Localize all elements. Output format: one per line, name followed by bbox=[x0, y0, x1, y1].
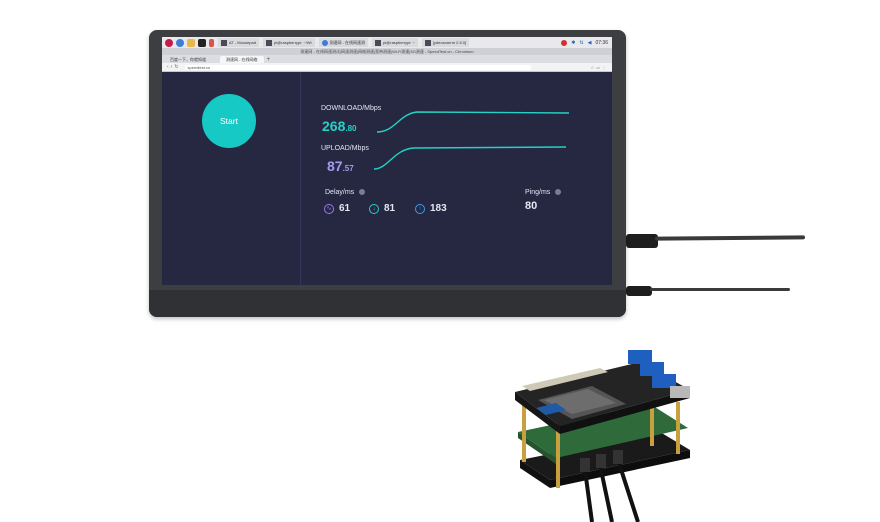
delay-down-metric: ↓ 81 bbox=[369, 203, 395, 214]
hdmi-cable bbox=[626, 234, 658, 248]
pen-icon[interactable] bbox=[209, 38, 214, 47]
info-icon[interactable] bbox=[555, 189, 562, 196]
taskbar-window[interactable]: pi@raspberrypi: ~ bbox=[372, 38, 418, 47]
download-dec: .80 bbox=[345, 124, 357, 133]
taskbar-window-label: AT - Mousepad bbox=[229, 40, 256, 45]
volume-icon[interactable]: ◀ bbox=[587, 39, 592, 46]
taskbar-window[interactable]: 测速网 - 在线网速测 bbox=[318, 38, 369, 47]
download-int: 268 bbox=[322, 118, 346, 134]
browser-icon[interactable] bbox=[176, 38, 184, 47]
jitter-value: 61 bbox=[339, 203, 351, 214]
upload-dec: .57 bbox=[342, 164, 354, 173]
delay-up-value: 183 bbox=[430, 203, 447, 214]
power-icon[interactable] bbox=[561, 39, 568, 46]
raspberry-menu-icon[interactable] bbox=[165, 38, 173, 47]
delay-label-text: Delay/ms bbox=[325, 189, 355, 196]
hdmi-cable-wire bbox=[654, 235, 806, 241]
terminal-icon bbox=[265, 39, 272, 46]
chromium-icon bbox=[321, 39, 328, 46]
address-bar: ‹›↻ speedtest.cn ☆▭⋮ bbox=[162, 63, 612, 72]
terminal-icon bbox=[375, 39, 382, 46]
arrow-down-icon: ↓ bbox=[369, 203, 379, 214]
url-input[interactable]: speedtest.cn bbox=[184, 64, 531, 70]
panel-divider bbox=[300, 72, 301, 285]
taskbar-window[interactable]: pi@raspberrypi: ~/Wi bbox=[262, 38, 315, 47]
taskbar-window-label: pi@raspberrypi: ~/Wi bbox=[273, 40, 312, 45]
monitor-chin bbox=[149, 290, 626, 317]
download-value: 268.80 bbox=[322, 118, 356, 134]
upload-graph bbox=[374, 146, 567, 170]
extension-icons[interactable]: ☆▭⋮ bbox=[590, 64, 608, 70]
speedtest-page: Start DOWNLOAD/Mbps 268.80 UPLOAD/Mbps 8… bbox=[162, 72, 612, 285]
raspberry-pi-board bbox=[515, 350, 690, 522]
delay-up-metric: ↑ 183 bbox=[415, 203, 447, 214]
arrow-up-icon: ↑ bbox=[415, 203, 425, 214]
system-tray: ✱ ⇅ ◀ 07:36 bbox=[561, 39, 612, 46]
taskbar-window-label: pi@raspberrypi: ~ bbox=[383, 40, 415, 45]
window-title: 测速网 - 在线网速测试|网速测速|网络测速|宽带测速|Wi-Fi测速|5G测速… bbox=[162, 48, 612, 55]
nav-buttons-icon[interactable]: ‹›↻ bbox=[167, 64, 181, 70]
taskbar-window[interactable]: [ydeosorerm 2.5.0] bbox=[421, 38, 470, 47]
tab-speedtest[interactable]: 测速网 - 在线网络 bbox=[220, 56, 264, 63]
usb-cable bbox=[626, 286, 652, 296]
taskbar-window-label: 测速网 - 在线网速测 bbox=[329, 39, 366, 45]
clock: 07:36 bbox=[595, 39, 608, 46]
new-tab-icon[interactable]: + bbox=[266, 57, 271, 63]
download-graph bbox=[377, 111, 570, 133]
jitter-icon: ∿ bbox=[324, 203, 334, 214]
network-arrows-icon[interactable]: ⇅ bbox=[579, 39, 584, 46]
taskbar: AT - Mousepad pi@raspberrypi: ~/Wi 测速网 -… bbox=[162, 37, 612, 48]
taskbar-window[interactable]: AT - Mousepad bbox=[218, 38, 259, 47]
start-button[interactable]: Start bbox=[202, 94, 256, 148]
info-icon[interactable] bbox=[359, 189, 366, 196]
monitor-screen: AT - Mousepad pi@raspberrypi: ~/Wi 测速网 -… bbox=[162, 37, 612, 285]
taskbar-window-label: [ydeosorerm 2.5.0] bbox=[432, 40, 467, 45]
upload-int: 87 bbox=[327, 158, 343, 174]
upload-label: UPLOAD/Mbps bbox=[321, 145, 369, 152]
ping-value: 80 bbox=[525, 200, 538, 212]
bluetooth-icon[interactable]: ✱ bbox=[571, 39, 576, 46]
window-icon bbox=[221, 39, 227, 46]
delay-label: Delay/ms bbox=[325, 189, 366, 196]
terminal-icon[interactable] bbox=[198, 38, 206, 47]
upload-value: 87.57 bbox=[327, 158, 354, 174]
window-icon bbox=[424, 39, 431, 46]
download-label: DOWNLOAD/Mbps bbox=[321, 105, 382, 112]
folder-icon[interactable] bbox=[187, 38, 195, 47]
tab-baidu[interactable]: 百度一下，你就知道 bbox=[164, 56, 212, 63]
ping-label: Ping/ms bbox=[525, 189, 562, 196]
ping-label-text: Ping/ms bbox=[525, 189, 551, 196]
delay-down-value: 81 bbox=[384, 203, 396, 214]
usb-cable-wire bbox=[650, 288, 790, 291]
jitter-metric: ∿ 61 bbox=[324, 203, 350, 214]
tab-strip: 百度一下，你就知道 测速网 - 在线网络 + bbox=[162, 55, 612, 63]
